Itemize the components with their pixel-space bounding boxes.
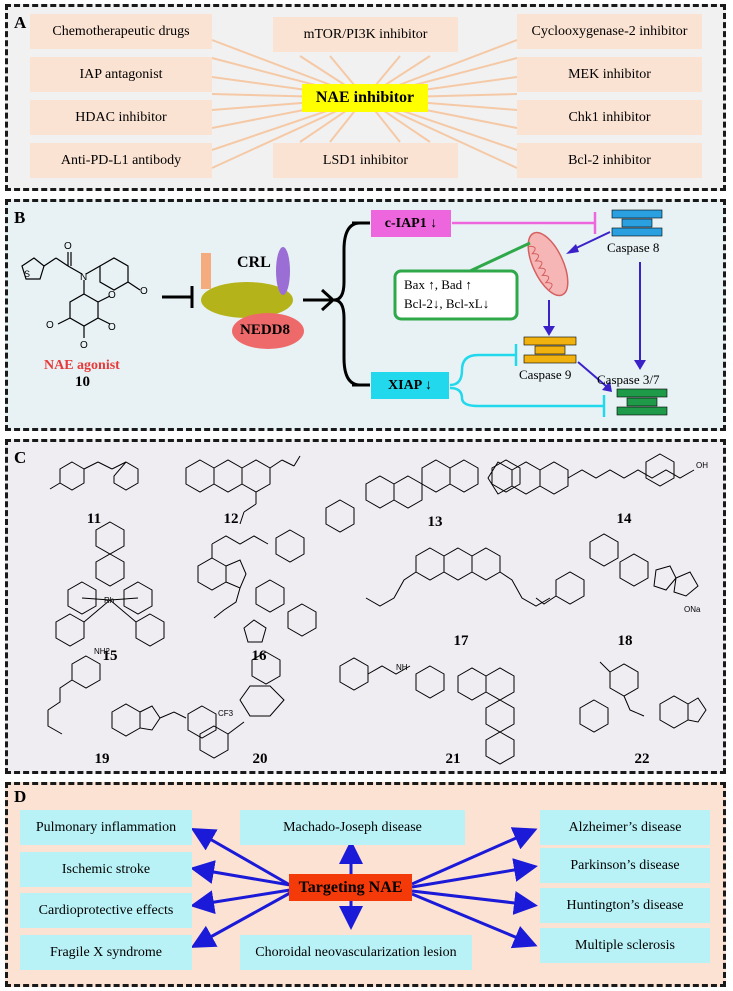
compound-19-structure: [47, 655, 217, 739]
crl-orange-subunit: [201, 253, 211, 289]
crl-green-body: [201, 282, 293, 318]
caspase8-shape: [611, 209, 663, 237]
d-item-parkinsons: Parkinson’s disease: [540, 848, 710, 883]
bcl-line2: Bcl-2↓, Bcl-xL↓: [404, 296, 490, 311]
svg-text:O: O: [140, 286, 148, 297]
a-item-chk1: Chk1 inhibitor: [517, 100, 702, 135]
svg-text:O: O: [108, 290, 116, 301]
atom-oh: OH: [696, 461, 708, 470]
compound-15-structure: [55, 521, 165, 647]
a-item-mek: MEK inhibitor: [517, 57, 702, 92]
compound-22-number: 22: [634, 751, 650, 767]
svg-text:O: O: [108, 322, 116, 333]
svg-text:O: O: [80, 340, 88, 351]
compound-11-number: 11: [86, 511, 102, 527]
a-item-chemotherapeutic: Chemotherapeutic drugs: [30, 14, 212, 49]
atom-nh2: NH2: [94, 647, 111, 656]
atom-rh: Rh: [104, 596, 114, 605]
panel-b: B: [5, 199, 726, 431]
d-item-choroidal: Choroidal neovascularization lesion: [240, 935, 472, 970]
compound-10-structure: S: [21, 252, 141, 338]
d-item-ischemic: Ischemic stroke: [20, 852, 192, 887]
a-item-lsd1: LSD1 inhibitor: [273, 143, 458, 178]
compound-13-structure: [325, 453, 675, 533]
compound-18-structure: [535, 533, 699, 605]
d-item-huntingtons: Huntington’s disease: [540, 888, 710, 923]
compound-17-structure: [365, 547, 551, 607]
bcl-line1: Bax ↑, Bad ↑: [404, 277, 472, 292]
xiap-badge: XIAP ↓: [371, 372, 449, 399]
bcl-family-box: [393, 269, 519, 321]
caspase8-label: Caspase 8: [607, 240, 660, 255]
a-item-hdac: HDAC inhibitor: [30, 100, 212, 135]
d-item-alzheimers: Alzheimer’s disease: [540, 810, 710, 845]
panel-c-structures: Rh CF3 NH2 ONa OH NH: [47, 453, 708, 765]
d-center-targeting-nae: Targeting NAE: [289, 874, 412, 901]
compound-10-atoms: O N O O O O O: [46, 241, 148, 351]
compound-20-structure: [199, 651, 285, 759]
d-item-machado-joseph: Machado-Joseph disease: [240, 810, 465, 845]
compound-12-number: 12: [223, 511, 239, 527]
compound-15-number: 15: [102, 648, 118, 664]
compound-22-structure: [579, 661, 707, 733]
compound-16-number: 16: [251, 648, 267, 664]
a-item-iap: IAP antagonist: [30, 57, 212, 92]
svg-text:O: O: [64, 241, 72, 252]
svg-text:N: N: [80, 272, 87, 283]
a-item-cox2: Cyclooxygenase-2 inhibitor: [517, 14, 702, 49]
compound-12-structure: [185, 455, 301, 525]
compound-14-structure: [487, 461, 695, 495]
d-item-cardioprotective: Cardioprotective effects: [20, 893, 192, 928]
crl-purple-subunit: [276, 247, 290, 295]
compound-20-number: 20: [252, 751, 268, 767]
a-center-nae-inhibitor: NAE inhibitor: [302, 84, 428, 112]
a-item-mtor: mTOR/PI3K inhibitor: [273, 17, 458, 52]
a-item-bcl2: Bcl-2 inhibitor: [517, 143, 702, 178]
compound-10-name: NAE agonist: [44, 358, 120, 373]
svg-text:S: S: [24, 269, 30, 279]
panel-c-letter: C: [14, 448, 27, 467]
panel-a-letter: A: [14, 13, 27, 32]
nedd8-body: [232, 313, 304, 349]
svg-text:O: O: [46, 320, 54, 331]
d-item-pulmonary: Pulmonary inflammation: [20, 810, 192, 845]
mitochondrion-shape: [527, 231, 569, 297]
caspase37-label: Caspase 3/7: [597, 372, 660, 387]
nedd8-label: NEDD8: [240, 322, 291, 338]
compound-14-number: 14: [616, 511, 632, 527]
a-item-pdl1: Anti-PD-L1 antibody: [30, 143, 212, 178]
panel-b-letter: B: [14, 208, 26, 227]
compound-13-number: 13: [427, 514, 443, 530]
caspase9-shape: [523, 336, 577, 364]
compound-18-number: 18: [617, 633, 633, 649]
compound-11-structure: [49, 461, 139, 491]
compound-10-number: 10: [75, 374, 90, 390]
atom-nh: NH: [396, 663, 408, 672]
atom-cf3: CF3: [218, 709, 234, 718]
d-item-multiple-sclerosis: Multiple sclerosis: [540, 928, 710, 963]
panel-b-graphics: S O N O O O O O: [21, 209, 668, 417]
caspase9-label: Caspase 9: [519, 367, 572, 382]
crl-label: CRL: [237, 254, 271, 271]
caspase37-shape: [616, 388, 668, 416]
compound-17-number: 17: [453, 633, 469, 649]
d-item-fragile-x: Fragile X syndrome: [20, 935, 192, 970]
compound-19-number: 19: [94, 751, 110, 767]
compound-21-structure: [339, 657, 515, 765]
compound-21-number: 21: [445, 751, 461, 767]
ciap1-badge: c-IAP1 ↓: [371, 210, 451, 237]
compound-16-structure: [197, 529, 317, 643]
panel-d-letter: D: [14, 787, 27, 806]
atom-ona: ONa: [684, 605, 701, 614]
